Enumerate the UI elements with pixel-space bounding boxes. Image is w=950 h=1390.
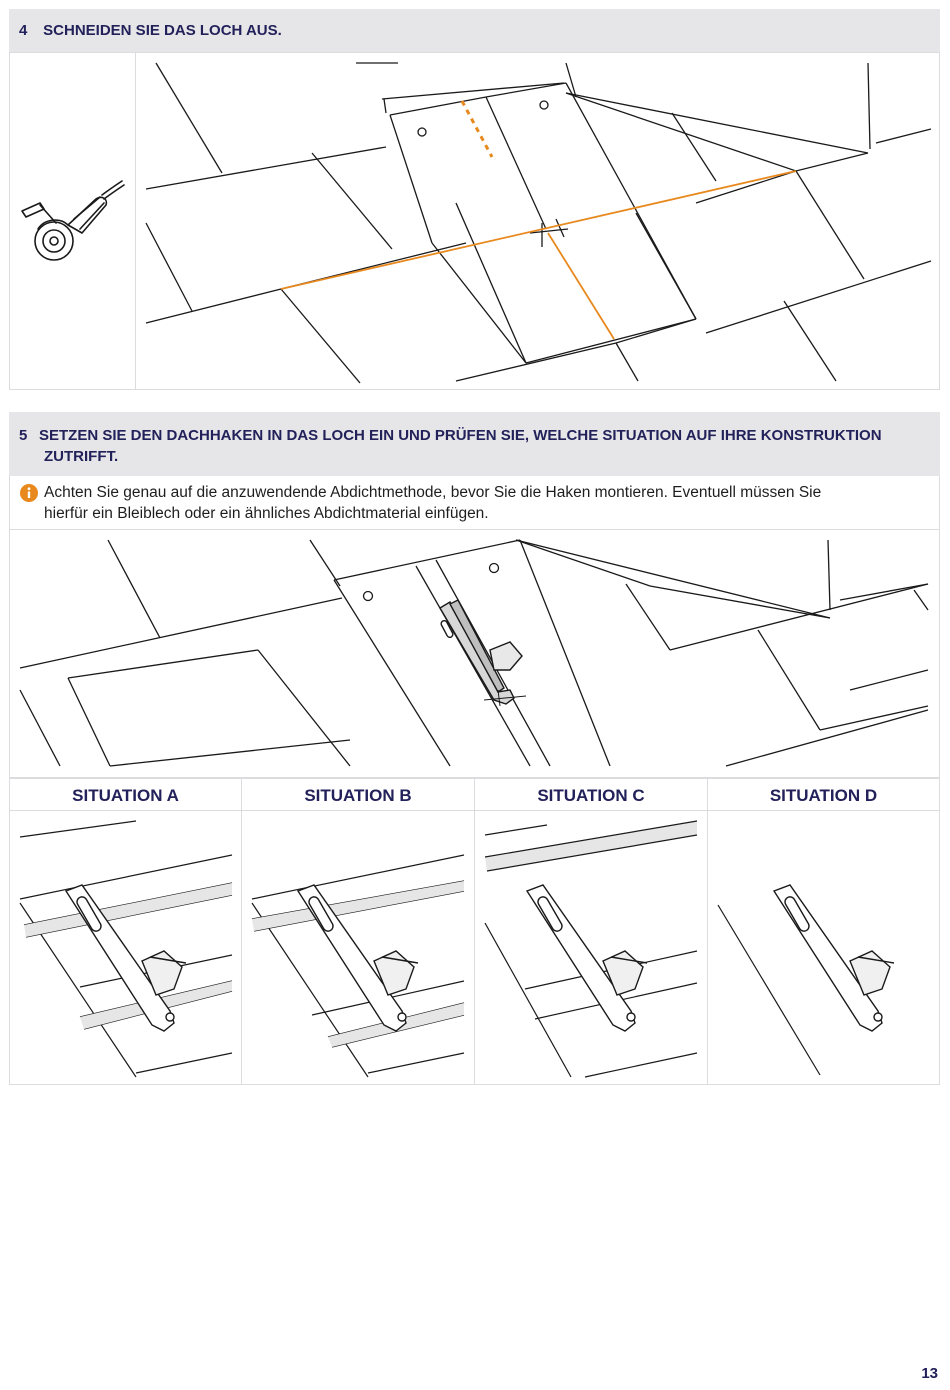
situation-b-label: SITUATION B — [241, 778, 475, 811]
step-5-title-line2: ZUTRIFFT. — [44, 448, 119, 465]
step-4-illustration-panel — [135, 52, 940, 390]
info-text-line2: hierfür ein Bleiblech oder ein ähnliches… — [44, 505, 489, 522]
step-5-header: 5 SETZEN SIE DEN DACHHAKEN IN DAS LOCH EI… — [9, 412, 940, 476]
step-5-illustration-panel — [9, 530, 940, 778]
situation-b-illustration — [241, 811, 475, 1085]
roof-hook-d — [772, 884, 895, 1032]
roof-hook-b — [296, 884, 419, 1032]
situation-c-label: SITUATION C — [474, 778, 708, 811]
info-notice: Achten Sie genau auf die anzuwendende Ab… — [9, 476, 940, 530]
tool-panel — [9, 52, 136, 390]
step-5-title-line1: SETZEN SIE DEN DACHHAKEN IN DAS LOCH EIN… — [39, 427, 882, 444]
info-icon — [20, 484, 38, 502]
step-4-number: 4 — [19, 22, 28, 39]
step-4-header: 4 SCHNEIDEN SIE DAS LOCH AUS. — [9, 9, 940, 52]
page-number: 13 — [921, 1365, 938, 1382]
angle-grinder-icon — [21, 180, 125, 261]
situation-d-label: SITUATION D — [707, 778, 940, 811]
situation-d-illustration — [707, 811, 940, 1085]
roof-hook-c — [525, 884, 648, 1032]
info-text-line1: Achten Sie genau auf die anzuwendende Ab… — [44, 484, 822, 501]
roof-hook-illustration — [19, 539, 929, 767]
step-5-number: 5 — [19, 427, 28, 444]
roof-hook-a — [64, 884, 187, 1032]
roof-cut-illustration — [145, 62, 932, 384]
situation-a-label: SITUATION A — [9, 778, 242, 811]
roof-hook-small — [439, 599, 523, 705]
situation-a-illustration — [9, 811, 242, 1085]
step-4-title: SCHNEIDEN SIE DAS LOCH AUS. — [43, 22, 282, 39]
situation-c-illustration — [474, 811, 708, 1085]
